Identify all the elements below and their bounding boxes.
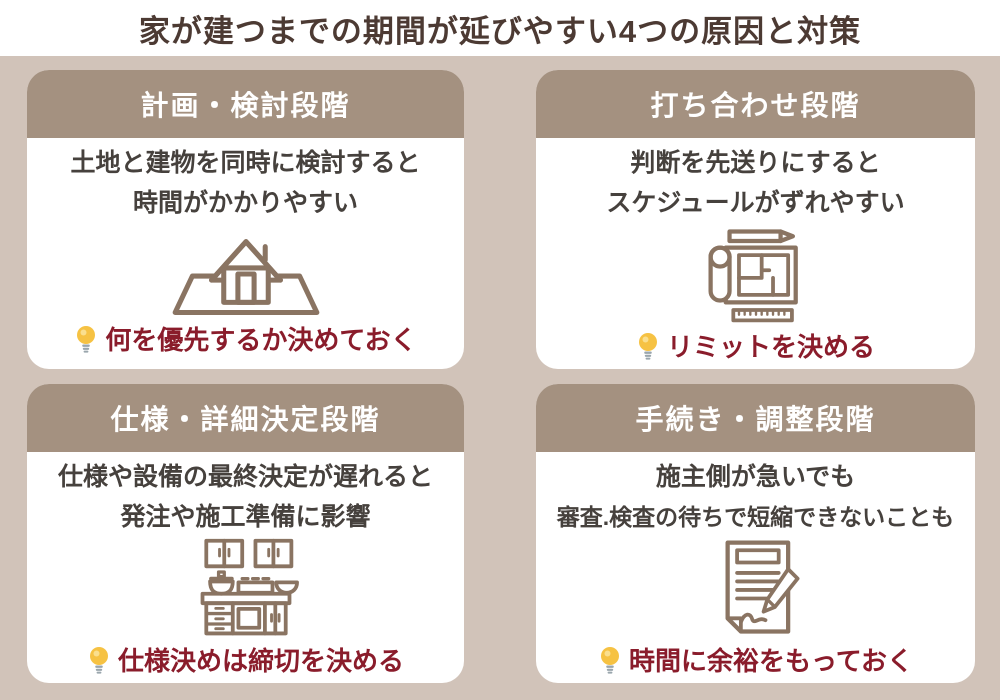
lightbulb-icon (638, 332, 657, 360)
tip-label: リミットを決める (666, 332, 875, 362)
card-header-label: 打ち合わせ段階 (650, 90, 861, 121)
card-body: 仕様や設備の最終決定が遅れると 発注や施工準備に影響 (27, 452, 464, 683)
lightbulb-icon (77, 325, 96, 353)
card-header-label: 仕様・詳細決定段階 (110, 404, 381, 435)
card-problem-text: 土地と建物を同時に検討すると 時間がかかりやすい (70, 149, 421, 217)
kitchen-icon (185, 537, 307, 641)
tip-row: リミットを決める (636, 327, 875, 369)
lightbulb-icon (89, 646, 108, 674)
tip-row: 仕様決めは締切を決める (87, 641, 404, 683)
lightbulb-icon (601, 646, 620, 674)
card-header-label: 計画・検討段階 (140, 90, 351, 121)
card-header: 手続き・調整段階 (536, 384, 975, 452)
tip-row: 時間に余裕をもっておく (598, 641, 913, 683)
card-header: 打ち合わせ段階 (536, 70, 975, 138)
card-header-label: 手続き・調整段階 (635, 404, 876, 435)
page-title: 家が建つまでの期間が延びやすい4つの原因と対策 (138, 13, 862, 49)
card-meeting-stage: 打ち合わせ段階 判断を先送りにすると スケジュールがずれやすい (536, 70, 975, 369)
card-planning-stage: 計画・検討段階 土地と建物を同時に検討すると 時間がかかりやすい (27, 70, 464, 369)
card-problem-text: 仕様や設備の最終決定が遅れると 発注や施工準備に影響 (57, 463, 433, 531)
card-problem-text: 判断を先送りにすると スケジュールがずれやすい (606, 149, 905, 217)
title-band: 家が建つまでの期間が延びやすい4つの原因と対策 (0, 0, 1000, 56)
card-header: 仕様・詳細決定段階 (27, 384, 464, 452)
card-specification-stage: 仕様・詳細決定段階 仕様や設備の最終決定が遅れると 発注や施工準備に影響 (27, 384, 464, 683)
blueprint-icon (695, 223, 817, 327)
cards-grid: 計画・検討段階 土地と建物を同時に検討すると 時間がかかりやすい (27, 70, 975, 683)
card-problem-text: 施主側が急いでも 審査.検査の待ちで短縮できないことも (556, 463, 955, 530)
tip-label: 何を優先するか決めておく (105, 325, 417, 355)
house-on-land-icon (160, 223, 332, 320)
card-header: 計画・検討段階 (27, 70, 464, 138)
card-body: 土地と建物を同時に検討すると 時間がかかりやすい (27, 138, 464, 369)
card-body: 施主側が急いでも 審査.検査の待ちで短縮できないことも (536, 452, 975, 683)
card-procedure-stage: 手続き・調整段階 施主側が急いでも 審査.検査の待ちで短縮できないことも (536, 384, 975, 683)
card-body: 判断を先送りにすると スケジュールがずれやすい (536, 138, 975, 369)
tip-label: 時間に余裕をもっておく (629, 646, 913, 676)
tip-label: 仕様決めは締切を決める (117, 646, 404, 676)
document-pen-icon (695, 537, 817, 641)
tip-row: 何を優先するか決めておく (74, 320, 417, 364)
